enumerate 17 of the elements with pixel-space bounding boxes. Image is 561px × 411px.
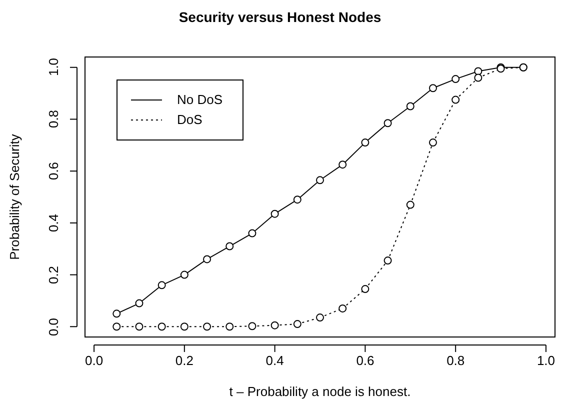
- axis-title: Probability of Security: [7, 133, 23, 262]
- tick-label: 0.4: [266, 353, 284, 369]
- tick-label: 0.0: [46, 318, 62, 336]
- tick-label: 0.6: [356, 353, 374, 369]
- tick-label: 0.8: [46, 110, 62, 128]
- tick-label: 0.6: [46, 162, 62, 180]
- tick-label: 0.0: [85, 353, 104, 369]
- tick-label: 0.8: [446, 353, 465, 369]
- tick-label: 1.0: [536, 353, 556, 369]
- tick-label: 0.4: [46, 214, 62, 232]
- tick-label: 0.2: [46, 266, 62, 284]
- legend-label: DoS: [177, 112, 202, 128]
- tick-label: 1.0: [46, 58, 62, 76]
- chart-title: Security versus Honest Nodes: [178, 9, 382, 25]
- axis-title: t – Probability a node is honest.: [228, 384, 412, 400]
- legend-label: No DoS: [177, 92, 223, 108]
- tick-label: 0.2: [175, 353, 194, 369]
